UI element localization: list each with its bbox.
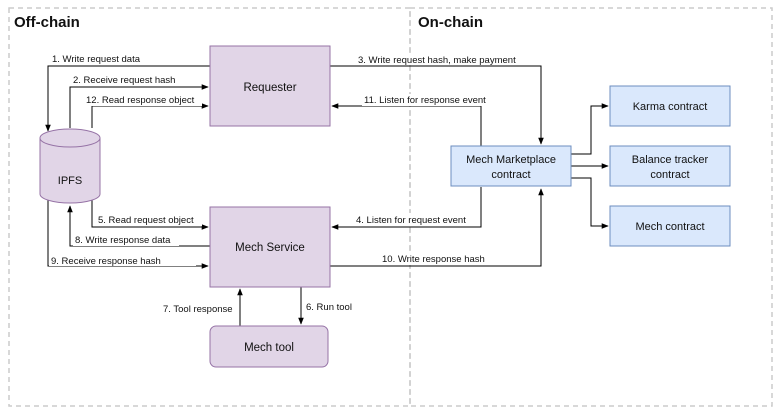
- mech-service-node: [209, 206, 331, 288]
- edge-3-write-request-hash: [330, 65, 544, 145]
- edge-8-label: 8. Write response data: [75, 235, 171, 246]
- edge-1-write-request-data: [45, 65, 210, 132]
- karma-label: Karma contract: [633, 101, 708, 113]
- offchain-label: Off-chain: [14, 14, 80, 31]
- edge-2-receive-request-hash: [69, 84, 209, 128]
- edge-2-label: 2. Receive request hash: [73, 75, 175, 86]
- edge-4-listen-request-event: [331, 187, 482, 230]
- marketplace-label-line2: contract: [491, 169, 530, 181]
- offchain-region: [8, 7, 411, 407]
- edge-10-label: 10. Write response hash: [382, 254, 485, 265]
- mech-marketplace-node: [450, 145, 572, 187]
- balance-tracker-node: [609, 145, 731, 187]
- edge-1-label: 1. Write request data: [52, 54, 141, 65]
- balance-label-line2: contract: [650, 169, 689, 181]
- karma-contract-node: [609, 85, 731, 127]
- mech-contract-label: Mech contract: [635, 221, 704, 233]
- onchain-label: On-chain: [418, 14, 483, 31]
- edge-12-read-response-object: [91, 103, 209, 128]
- edge-12-label: 12. Read response object: [86, 95, 195, 106]
- edge-9-label: 9. Receive response hash: [51, 256, 161, 267]
- edge-to-mech-contract: [571, 177, 609, 229]
- marketplace-label-line1: Mech Marketplace: [466, 154, 556, 166]
- mech-contract-node: [609, 205, 731, 247]
- requester-label: Requester: [243, 82, 296, 94]
- onchain-region: [409, 7, 773, 407]
- balance-label-line1: Balance tracker: [632, 154, 709, 166]
- edge-3-label: 3. Write request hash, make payment: [358, 55, 516, 66]
- edge-6-label: 6. Run tool: [306, 302, 352, 313]
- edge-11-label: 11. Listen for response event: [364, 95, 486, 106]
- edge-to-karma: [571, 103, 609, 155]
- edge-7-label: 7. Tool response: [163, 304, 233, 315]
- edge-10-write-response-hash: [330, 188, 544, 267]
- mech-tool-label: Mech tool: [244, 342, 294, 354]
- ipfs-label: IPFS: [58, 175, 82, 187]
- edge-5-read-request-object: [91, 200, 209, 230]
- edge-4-label: 4. Listen for request event: [356, 215, 466, 226]
- requester-node: [209, 45, 331, 127]
- edge-5-label: 5. Read request object: [98, 215, 194, 226]
- mech-tool-node: [209, 325, 329, 368]
- mech-service-label: Mech Service: [235, 242, 305, 254]
- ipfs-node: [39, 128, 101, 204]
- edge-11-listen-response-event: [331, 103, 482, 146]
